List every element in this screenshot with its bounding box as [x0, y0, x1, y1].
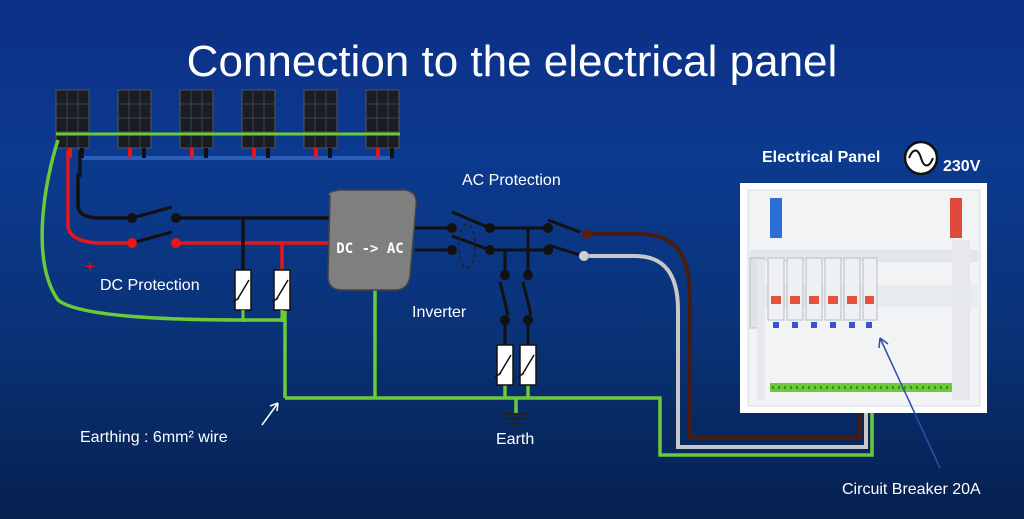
page-title: Connection to the electrical panel: [187, 37, 838, 86]
solar-panel-icon: [179, 89, 214, 149]
solar-panel-icon: [55, 89, 90, 149]
solar-panel-icon: [241, 89, 276, 149]
dc-switch-icon: [127, 205, 181, 248]
solar-panel-icon: [303, 89, 338, 149]
earthing-arrow: [261, 402, 279, 426]
solar-panel-array: [55, 89, 400, 160]
breaker-row: [749, 257, 878, 329]
ac-wiring: [415, 226, 548, 275]
earth-ground-icon: [502, 413, 530, 425]
voltage-label: 230V: [943, 158, 981, 175]
earth-label: Earth: [496, 431, 534, 448]
ac-surge-arrester-icon: [494, 344, 537, 386]
earthing-label: Earthing : 6mm² wire: [80, 429, 228, 446]
solar-panel-icon: [365, 89, 400, 149]
ac-switch-icon: [447, 210, 592, 269]
solar-panel-icon: [117, 89, 152, 149]
inverter-box: DC -> AC: [327, 189, 418, 291]
dc-surge-arrester-icon: [232, 269, 291, 322]
ac-arrester-switch-icon: [498, 270, 533, 345]
electrical-panel: [740, 183, 987, 413]
ac-source-icon: [903, 140, 939, 176]
inverter-label: Inverter: [412, 304, 467, 321]
dc-wiring: [66, 150, 330, 270]
ac-cables-to-panel: [589, 232, 868, 449]
ac-protection-label: AC Protection: [462, 172, 561, 189]
dc-protection-label: DC Protection: [100, 277, 200, 294]
electrical-panel-label: Electrical Panel: [762, 149, 880, 166]
earth-wiring: [40, 139, 874, 457]
annotation-arrows: [878, 337, 941, 469]
inverter-box-label: DC -> AC: [336, 241, 403, 257]
dc-positive-sign: +: [85, 257, 95, 276]
circuit-breaker-label: Circuit Breaker 20A: [842, 481, 981, 498]
